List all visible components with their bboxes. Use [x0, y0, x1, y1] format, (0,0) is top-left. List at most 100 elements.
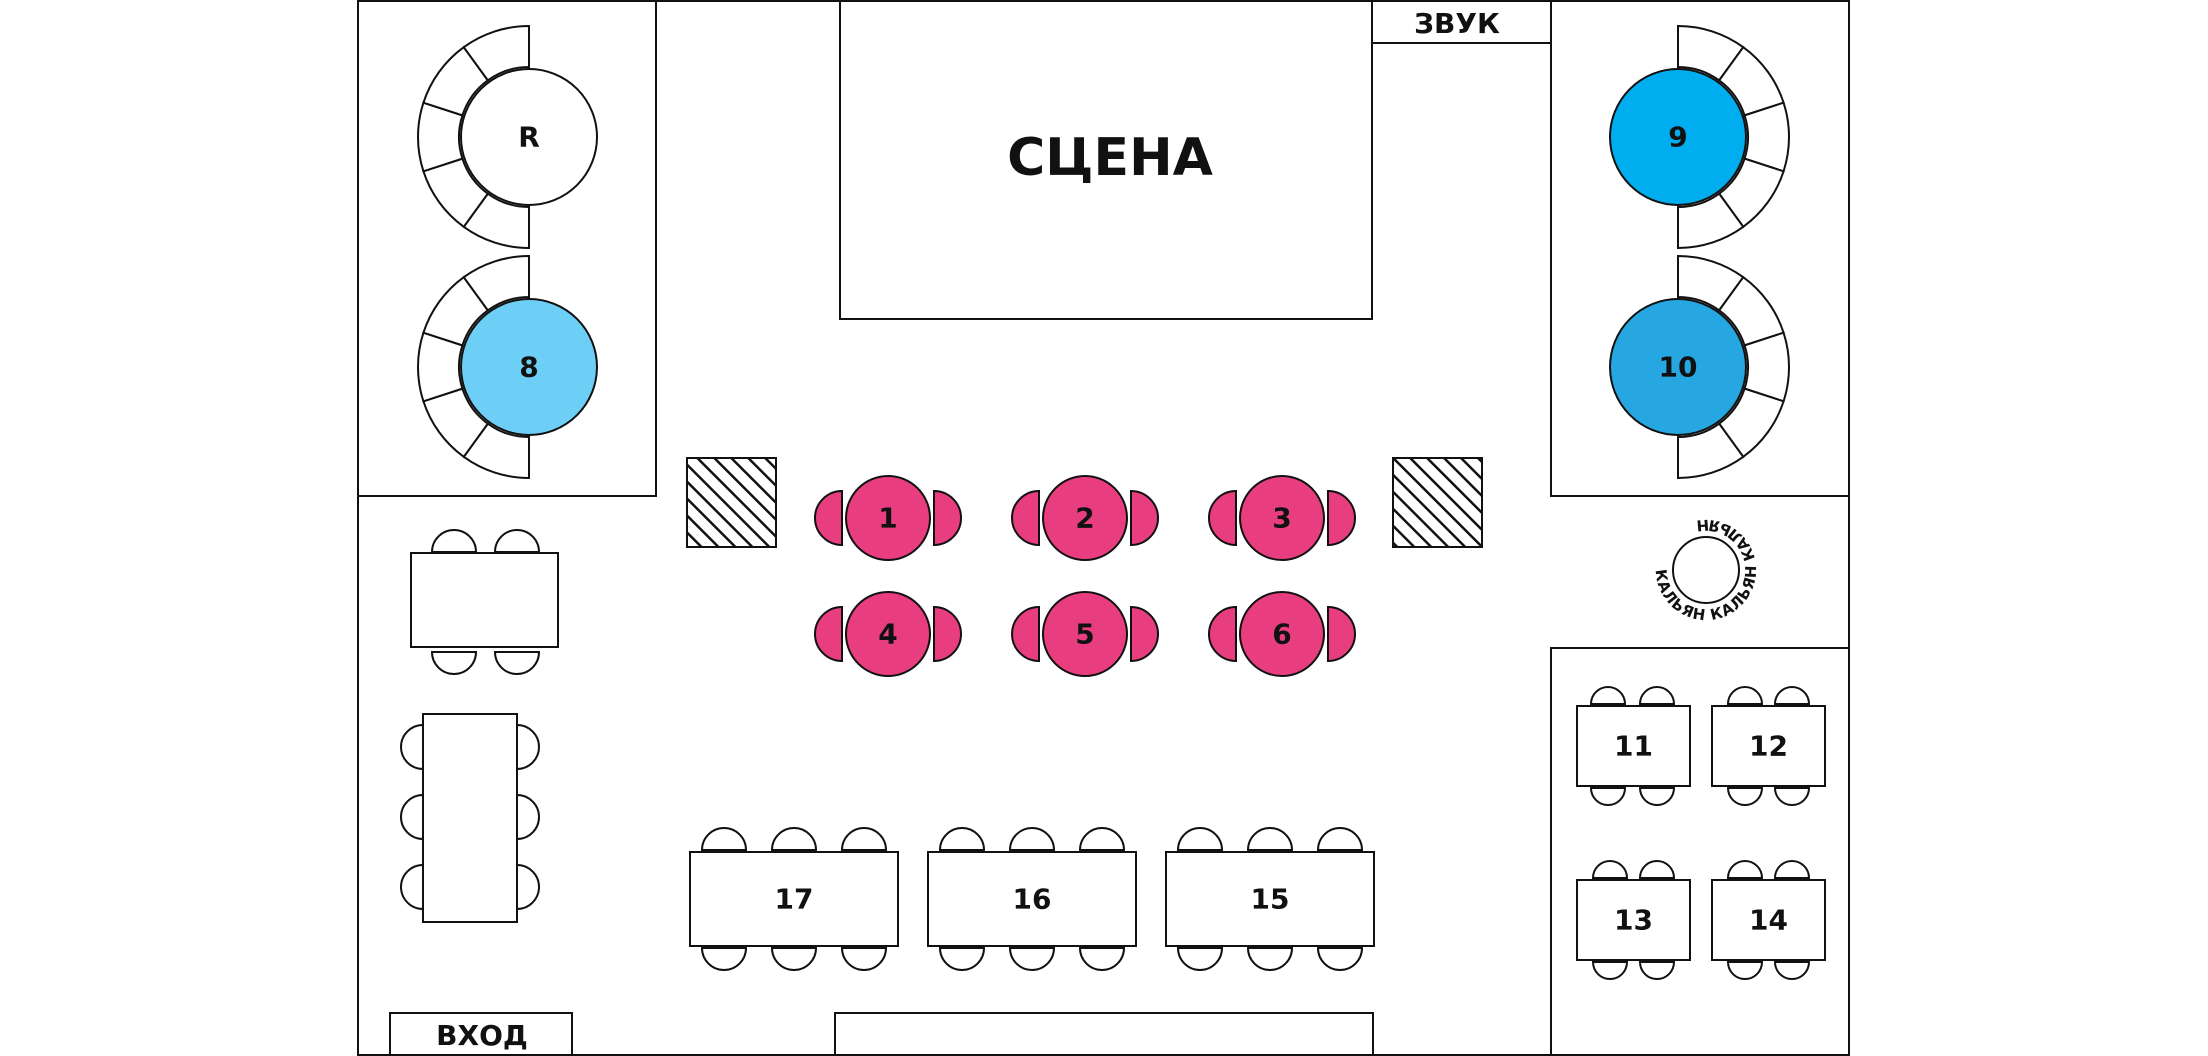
entrance-label: ВХОД: [436, 1019, 528, 1052]
chair: [1726, 787, 1764, 806]
rect-table-15[interactable]: 15: [1165, 827, 1375, 971]
table-number: 3: [1272, 502, 1291, 535]
chair: [516, 863, 540, 911]
chair: [770, 947, 818, 971]
rect-tabletop: [1711, 705, 1826, 787]
rect-tables: 11 12 13 14 15 16 17: [689, 686, 1826, 980]
chair: [933, 489, 962, 547]
pink-table-6[interactable]: 6: [1208, 591, 1356, 677]
tabletop: [410, 552, 559, 648]
chair: [933, 605, 962, 663]
chair: [430, 529, 478, 553]
table-number: 13: [1614, 904, 1653, 937]
tabletop: [422, 713, 518, 923]
chair: [1589, 787, 1627, 806]
sound-label: ЗВУК: [1414, 7, 1500, 40]
chair: [1327, 605, 1356, 663]
table-number: 11: [1614, 730, 1653, 763]
stage-label: СЦЕНА: [1007, 128, 1213, 188]
stage: [839, 0, 1373, 320]
rect-tabletop: [1165, 851, 1375, 947]
round-table-9[interactable]: 9: [1609, 24, 1791, 250]
table-number: 17: [775, 883, 814, 916]
pink-table-5[interactable]: 5: [1011, 591, 1159, 677]
left-room: [357, 0, 657, 497]
chair: [1773, 686, 1811, 705]
chair: [840, 947, 888, 971]
booth-seat: [462, 254, 530, 312]
long-table-left[interactable]: [400, 713, 540, 923]
round-table-8[interactable]: 8: [417, 254, 598, 480]
chair: [1726, 860, 1764, 879]
pink-tabletop: [1042, 475, 1128, 561]
rect-table-14[interactable]: 14: [1711, 860, 1826, 980]
round-tabletop: [460, 298, 598, 436]
chair: [1327, 489, 1356, 547]
chair: [1726, 961, 1764, 980]
chair: [493, 529, 541, 553]
chair: [1589, 686, 1627, 705]
chair: [1246, 827, 1294, 851]
bar-counter: [834, 1012, 1374, 1056]
chair: [938, 947, 986, 971]
pink-table-3[interactable]: 3: [1208, 475, 1356, 561]
chair: [1011, 605, 1040, 663]
chair: [814, 489, 843, 547]
chair: [1078, 947, 1126, 971]
rect-table-12[interactable]: 12: [1711, 686, 1826, 806]
column-left: [686, 457, 777, 548]
chair: [1176, 947, 1224, 971]
rect-table-17[interactable]: 17: [689, 827, 899, 971]
table-number: 4: [878, 618, 897, 651]
chair: [938, 827, 986, 851]
chair: [1638, 686, 1676, 705]
pink-table-4[interactable]: 4: [814, 591, 962, 677]
booth-seat: [1677, 192, 1745, 250]
hookah-spot: [1672, 536, 1740, 604]
chair: [430, 651, 478, 675]
round-table-R[interactable]: R: [417, 24, 598, 250]
pink-table-2[interactable]: 2: [1011, 475, 1159, 561]
chair: [400, 793, 424, 841]
table-number: 2: [1075, 502, 1094, 535]
pink-table-1[interactable]: 1: [814, 475, 962, 561]
chair: [400, 723, 424, 771]
round-tabletop: [1609, 68, 1747, 206]
booth-seat: [462, 24, 530, 82]
booth-seat: [1677, 422, 1745, 480]
small-table-left[interactable]: [410, 529, 559, 675]
rect-table-16[interactable]: 16: [927, 827, 1137, 971]
column-right: [1392, 457, 1483, 548]
chair: [1078, 827, 1126, 851]
rect-tabletop: [1576, 879, 1691, 961]
chair: [700, 827, 748, 851]
chair: [1773, 860, 1811, 879]
pink-tabletop: [845, 475, 931, 561]
right-room: [1550, 0, 1850, 497]
chair: [1316, 827, 1364, 851]
rect-tabletop: [1711, 879, 1826, 961]
round-tabletop: [460, 68, 598, 206]
rect-table-13[interactable]: 13: [1576, 860, 1691, 980]
unnumbered-tables: [400, 529, 559, 923]
chair: [1008, 827, 1056, 851]
round-table-10[interactable]: 10: [1609, 254, 1791, 480]
chair: [1591, 961, 1629, 980]
chair: [814, 605, 843, 663]
pink-tabletop: [1239, 475, 1325, 561]
table-number: R: [518, 121, 540, 154]
chair: [1726, 686, 1764, 705]
table-number: 6: [1272, 618, 1291, 651]
table-number: 1: [878, 502, 897, 535]
rect-table-11[interactable]: 11: [1576, 686, 1691, 806]
chair: [1176, 827, 1224, 851]
chair: [1208, 605, 1237, 663]
table-number: 15: [1251, 883, 1290, 916]
chair: [1208, 489, 1237, 547]
rect-tabletop: [1576, 705, 1691, 787]
table-number: 10: [1659, 351, 1698, 384]
table-number: 12: [1749, 730, 1788, 763]
chair: [1011, 489, 1040, 547]
chair: [1246, 947, 1294, 971]
